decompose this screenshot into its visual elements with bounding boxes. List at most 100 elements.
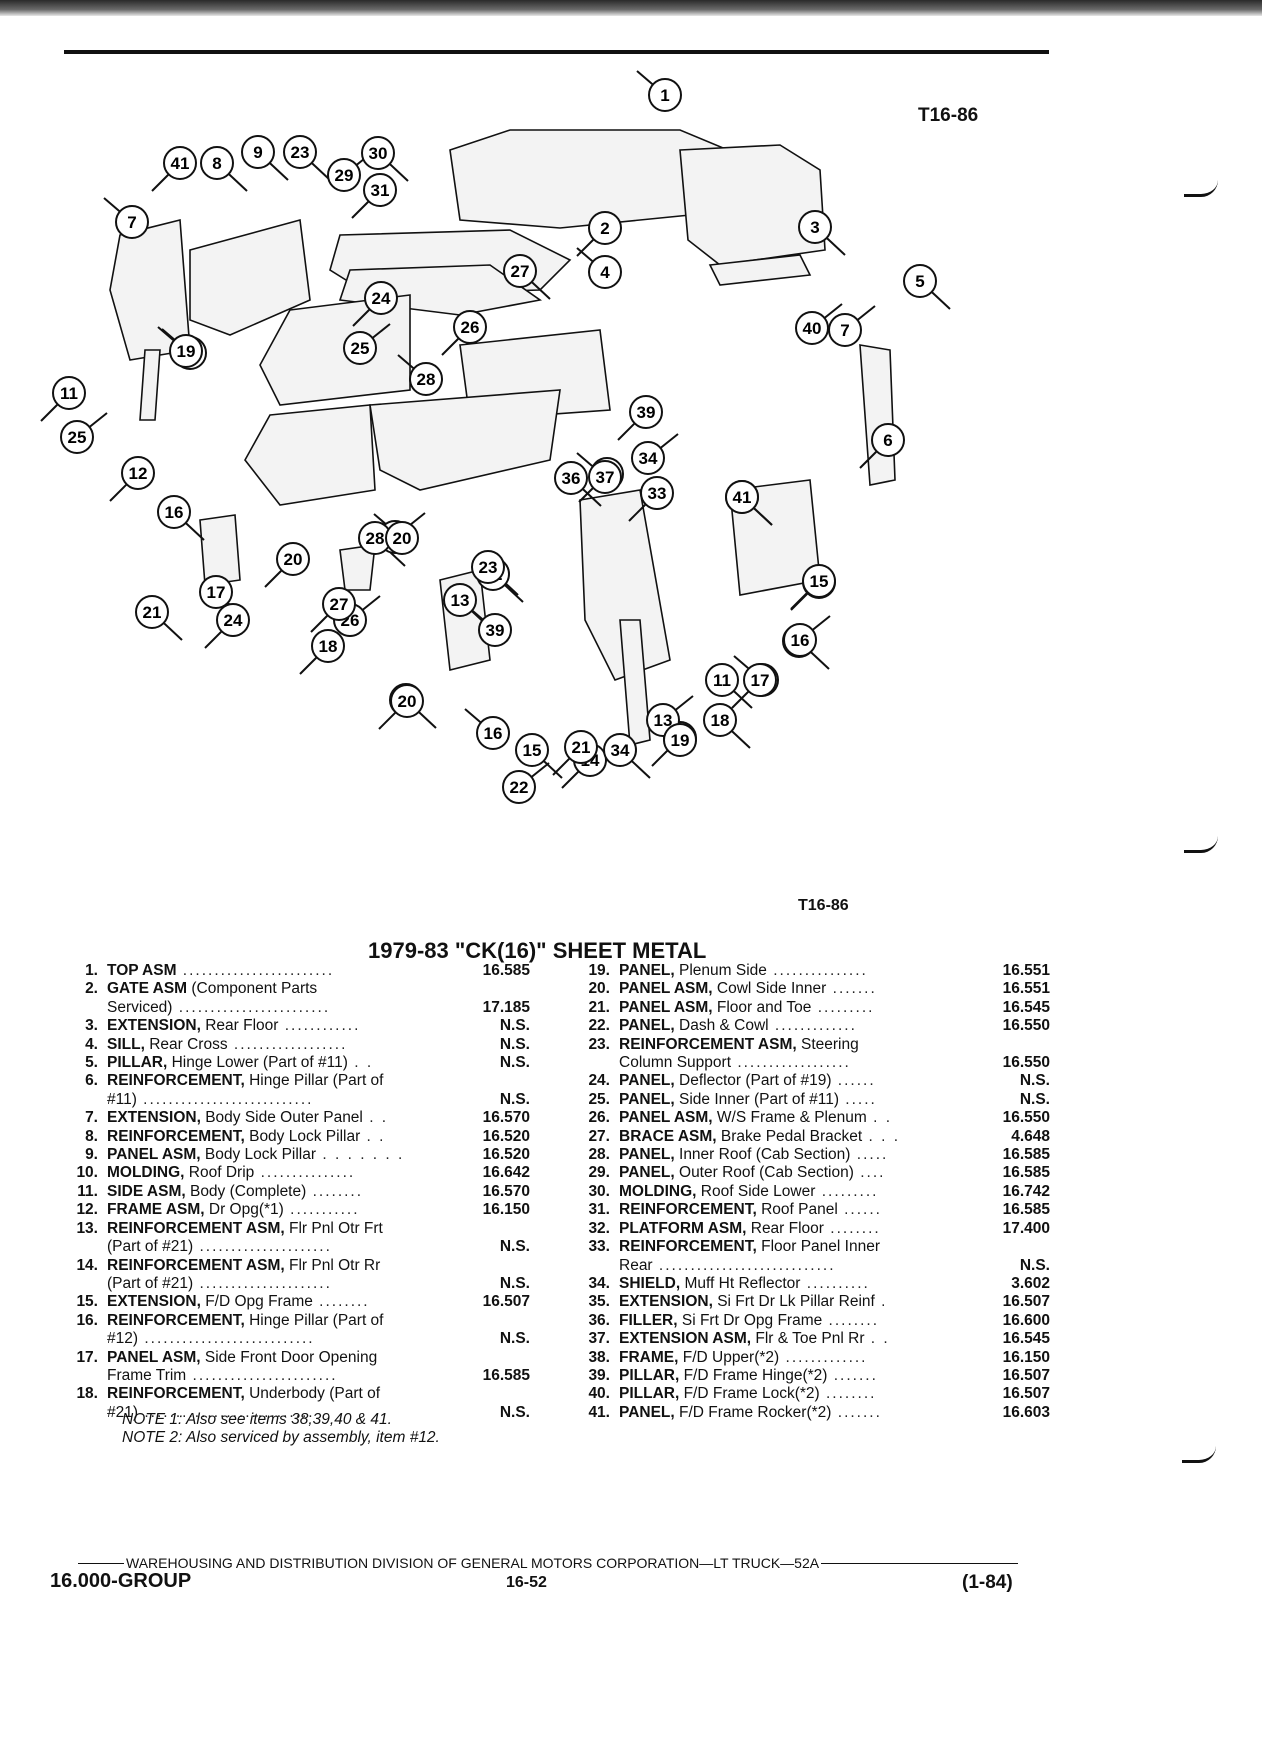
part-detail: F/D Frame Hinge(*2) <box>679 1366 828 1384</box>
callout-number: 25 <box>351 339 370 358</box>
group-number: 4.648 <box>1011 1127 1050 1145</box>
leader-dots: .................. <box>731 1054 851 1072</box>
callout-marker: 6 <box>871 423 905 457</box>
part-number: 23. <box>588 1035 610 1053</box>
part-row: 20.PANEL ASM, Cowl Side Inner .......16.… <box>560 980 1050 998</box>
part-row: 39.PILLAR, F/D Frame Hinge(*2) .......16… <box>560 1367 1050 1385</box>
group-number: N.S. <box>1019 1256 1050 1274</box>
leader-dots: ........................ <box>176 962 335 979</box>
callout-number: 28 <box>366 529 385 548</box>
leader-dots: ..... <box>838 1090 877 1108</box>
footer-group: 16.000-GROUP <box>50 1570 192 1592</box>
part-description: REINFORCEMENT, Body Lock Pillar . . <box>107 1128 464 1146</box>
callout-marker: 21 <box>564 730 598 764</box>
part-detail: (Part of #21) <box>107 1274 194 1292</box>
part-number: 4. <box>85 1035 98 1053</box>
callout-marker: 23 <box>283 135 317 169</box>
group-number: 16.507 <box>482 1293 530 1311</box>
part-row: 21.PANEL ASM, Floor and Toe .........16.… <box>560 999 1050 1017</box>
leader-dots: ........................... <box>138 1403 315 1421</box>
part-name: PILLAR, <box>107 1054 168 1072</box>
part-detail: F/D Frame Rocker(*2) <box>674 1403 832 1421</box>
leader-dots: ........ <box>312 1293 370 1311</box>
part-detail: Rear Floor <box>200 1017 279 1035</box>
part-detail: Floor and Toe <box>712 998 812 1016</box>
part-detail: #11) <box>107 1090 137 1108</box>
group-number: 16.550 <box>1002 1109 1050 1127</box>
part-row: (Part of #21) .....................N.S. <box>48 1238 530 1256</box>
parts-list-right: 19.PANEL, Plenum Side ...............16.… <box>560 962 1050 1422</box>
part-number: 31. <box>588 1201 610 1219</box>
part-number: 39. <box>588 1366 610 1384</box>
callout-number: 18 <box>711 711 730 730</box>
group-number: N.S. <box>1019 1090 1050 1108</box>
part-description: REINFORCEMENT, Roof Panel ...... <box>619 1201 984 1219</box>
group-number: 16.545 <box>1002 1330 1050 1348</box>
part-detail: Hinge Pillar (Part of <box>244 1072 384 1090</box>
part-description: SIDE ASM, Body (Complete) ........ <box>107 1183 464 1201</box>
part-row: 14.REINFORCEMENT ASM, Flr Pnl Otr Rr <box>48 1257 530 1275</box>
callout-marker: 37 <box>588 460 622 494</box>
group-number: 16.570 <box>482 1182 530 1200</box>
group-number: 16.585 <box>1002 1201 1050 1219</box>
group-number: N.S. <box>499 1238 530 1256</box>
callout-marker: 24 <box>216 603 250 637</box>
note-1: NOTE 1: Also see items 38,39,40 & 41. <box>122 1411 392 1428</box>
part-description: (Part of #21) ..................... <box>107 1275 464 1293</box>
leader-dots: ......... <box>815 1182 879 1200</box>
part-row: 41.PANEL, F/D Frame Rocker(*2) .......16… <box>560 1404 1050 1422</box>
part-name: SIDE ASM, <box>107 1182 186 1200</box>
part-row: 6.REINFORCEMENT, Hinge Pillar (Part of <box>48 1072 530 1090</box>
group-number: N.S. <box>499 1054 530 1072</box>
leader-dots: ....................... <box>186 1366 338 1384</box>
callout-number: 20 <box>284 550 303 569</box>
group-number: 16.550 <box>1002 1054 1050 1072</box>
part-description: EXTENSION, Rear Floor ............ <box>107 1017 464 1035</box>
leader-dots: ...... <box>831 1072 876 1090</box>
callout-number: 27 <box>330 595 349 614</box>
part-row: Frame Trim .......................16.585 <box>48 1367 530 1385</box>
part-name: MOLDING, <box>619 1182 697 1200</box>
callout-number: 15 <box>523 741 542 760</box>
part-name: REINFORCEMENT ASM, <box>107 1219 285 1237</box>
part-number: 21. <box>588 998 610 1016</box>
callout-marker: 7 <box>115 205 149 239</box>
leader-dots: ........ <box>306 1182 364 1200</box>
part-number: 26. <box>588 1109 610 1127</box>
part-detail: Steering <box>796 1035 859 1053</box>
part-row: 30.MOLDING, Roof Side Lower .........16.… <box>560 1183 1050 1201</box>
group-number: 16.742 <box>1002 1182 1050 1200</box>
group-number: 16.642 <box>482 1164 530 1182</box>
part-description: PLATFORM ASM, Rear Floor ........ <box>619 1220 984 1238</box>
leader-dots: ....... <box>831 1403 882 1421</box>
part-description: #11) ........................... <box>107 1091 464 1109</box>
part-drawing <box>199 514 241 586</box>
group-number: 16.551 <box>1002 962 1050 979</box>
part-number: 38. <box>588 1348 610 1366</box>
part-number: 27. <box>588 1127 610 1145</box>
callout-marker: 2 <box>588 211 622 245</box>
part-row: 1.TOP ASM ........................16.585 <box>48 962 530 980</box>
part-number: 9. <box>85 1146 98 1164</box>
part-number: 24. <box>588 1072 610 1090</box>
part-number: 30. <box>588 1182 610 1200</box>
page-title: 1979-83 "CK(16)" SHEET METAL <box>368 938 707 963</box>
part-detail: Hinge Lower (Part of #11) <box>167 1054 348 1072</box>
callout-marker: 31 <box>363 173 397 207</box>
group-number: 16.551 <box>1002 980 1050 998</box>
part-detail: F/D Opg Frame <box>200 1293 313 1311</box>
leader-dots: ............. <box>768 1017 857 1035</box>
callout-marker: 25 <box>343 331 377 365</box>
callout-number: 30 <box>369 144 388 163</box>
part-detail: Side Inner (Part of #11) <box>674 1090 839 1108</box>
group-number: N.S. <box>499 1403 530 1421</box>
callout-marker: 21 <box>135 595 169 629</box>
group-number: 16.150 <box>482 1201 530 1219</box>
part-name: PANEL ASM, <box>107 1348 201 1366</box>
part-drawing <box>139 349 161 421</box>
part-detail: Inner Roof (Cab Section) <box>674 1146 851 1164</box>
callout-marker: 5 <box>903 264 937 298</box>
callout-marker: 16 <box>783 623 817 657</box>
part-detail: W/S Frame & Plenum <box>712 1109 867 1127</box>
part-description: REINFORCEMENT ASM, Flr Pnl Otr Rr <box>107 1257 464 1275</box>
